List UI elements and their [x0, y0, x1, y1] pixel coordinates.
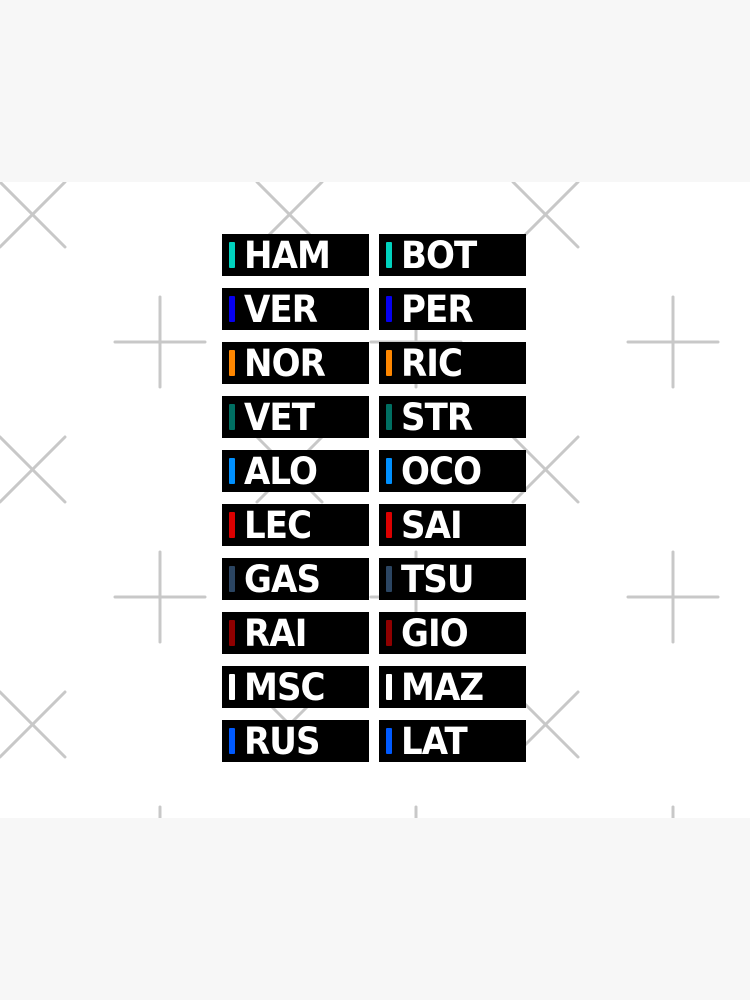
team-color-stripe: [386, 242, 392, 268]
driver-tag: STR: [379, 396, 526, 438]
watermark-plus-icon: [626, 295, 720, 389]
driver-tag: MSC: [222, 666, 369, 708]
watermark-plus-icon: [113, 550, 207, 644]
team-color-stripe: [386, 512, 392, 538]
team-color-stripe: [229, 458, 235, 484]
team-color-stripe: [386, 296, 392, 322]
driver-code: PER: [401, 288, 474, 330]
driver-code: LAT: [401, 720, 468, 762]
team-color-stripe: [386, 620, 392, 646]
team-color-stripe: [386, 566, 392, 592]
driver-code: ALO: [244, 450, 318, 492]
watermark-plus-icon: [626, 550, 720, 644]
team-color-stripe: [229, 620, 235, 646]
team-color-stripe: [229, 404, 235, 430]
driver-code: SAI: [401, 504, 463, 546]
driver-code: RAI: [244, 612, 307, 654]
watermark-x-icon: [0, 435, 67, 504]
team-color-stripe: [229, 350, 235, 376]
driver-tag: BOT: [379, 234, 526, 276]
driver-tag: OCO: [379, 450, 526, 492]
driver-tag: NOR: [222, 342, 369, 384]
watermark-x-icon: [0, 690, 67, 759]
team-color-stripe: [386, 458, 392, 484]
driver-code: MAZ: [401, 666, 484, 708]
driver-code: VET: [244, 396, 315, 438]
driver-tag: RUS: [222, 720, 369, 762]
driver-code: NOR: [244, 342, 326, 384]
driver-code: STR: [401, 396, 473, 438]
driver-tag: HAM: [222, 234, 369, 276]
driver-tag-grid: HAM BOT VER PER NOR RIC VET: [222, 234, 528, 762]
driver-tag: LAT: [379, 720, 526, 762]
driver-code: VER: [244, 288, 318, 330]
watermark-plus-icon: [113, 295, 207, 389]
driver-tag: PER: [379, 288, 526, 330]
driver-code: TSU: [401, 558, 475, 600]
driver-tag: TSU: [379, 558, 526, 600]
driver-code: RIC: [401, 342, 463, 384]
driver-code: RUS: [244, 720, 321, 762]
driver-code: OCO: [401, 450, 482, 492]
driver-tag: VER: [222, 288, 369, 330]
driver-code: LEC: [244, 504, 312, 546]
driver-tag: GAS: [222, 558, 369, 600]
team-color-stripe: [229, 512, 235, 538]
team-color-stripe: [229, 728, 235, 754]
driver-tag: LEC: [222, 504, 369, 546]
team-color-stripe: [386, 404, 392, 430]
driver-code: HAM: [244, 234, 331, 276]
driver-tag: MAZ: [379, 666, 526, 708]
watermark-x-icon: [0, 182, 67, 249]
team-color-stripe: [386, 728, 392, 754]
driver-tag: VET: [222, 396, 369, 438]
driver-code: GIO: [401, 612, 469, 654]
team-color-stripe: [229, 296, 235, 322]
team-color-stripe: [229, 674, 235, 700]
driver-tag: SAI: [379, 504, 526, 546]
driver-tag: ALO: [222, 450, 369, 492]
team-color-stripe: [386, 674, 392, 700]
driver-code: MSC: [244, 666, 326, 708]
driver-tag: RAI: [222, 612, 369, 654]
team-color-stripe: [386, 350, 392, 376]
driver-code: GAS: [244, 558, 321, 600]
driver-tag: RIC: [379, 342, 526, 384]
product-image-panel: HAM BOT VER PER NOR RIC VET: [0, 182, 750, 818]
team-color-stripe: [229, 242, 235, 268]
driver-tag: GIO: [379, 612, 526, 654]
driver-code: BOT: [401, 234, 477, 276]
team-color-stripe: [229, 566, 235, 592]
